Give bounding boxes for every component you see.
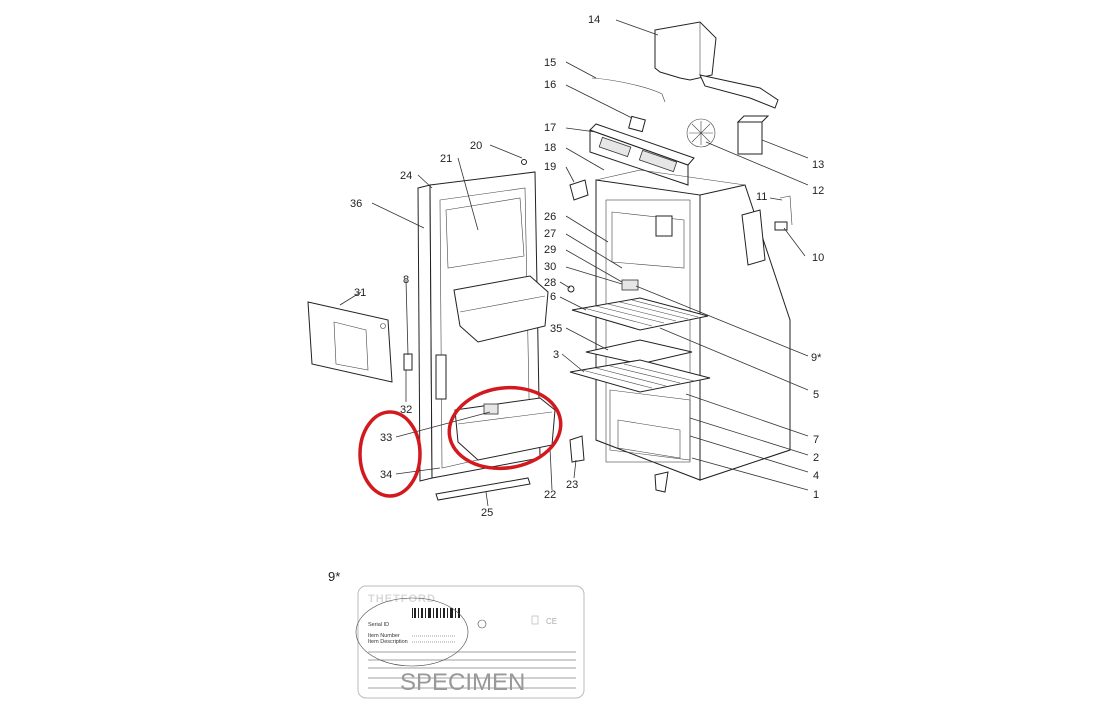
part-shelf-upper — [571, 297, 709, 331]
label-13: 13 — [812, 159, 824, 171]
part-sensor — [628, 115, 646, 133]
label-21: 21 — [440, 153, 452, 165]
label-18: 18 — [544, 142, 556, 154]
label-10: 10 — [812, 252, 824, 264]
specimen-stamp: SPECIMEN — [400, 669, 525, 696]
label-4: 4 — [813, 470, 819, 482]
serial-label: Serial ID — [368, 622, 389, 628]
label-8: 8 — [403, 274, 409, 286]
label-15: 15 — [544, 57, 556, 69]
label-6: 6 — [550, 291, 556, 303]
highlight-ring-labels — [358, 410, 422, 498]
label-5: 5 — [813, 389, 819, 401]
part-cabinet — [595, 169, 791, 481]
part-foot — [654, 471, 669, 493]
part-control-panel — [589, 123, 695, 186]
item-number-label: Item Number — [368, 633, 400, 639]
part-side-panel — [307, 301, 393, 383]
label-2: 2 — [813, 452, 819, 464]
part-glass-plate — [585, 339, 693, 365]
label-31: 31 — [354, 287, 366, 299]
ce-mark: CE — [546, 617, 557, 626]
part-screw — [521, 159, 527, 165]
label-22: 22 — [544, 489, 556, 501]
label-29: 29 — [544, 244, 556, 256]
highlight-ring-door-bin — [447, 385, 563, 471]
label-16: 16 — [544, 79, 556, 91]
label-23: 23 — [566, 479, 578, 491]
part-wire — [591, 77, 666, 103]
label-27: 27 — [544, 228, 556, 240]
label-20: 20 — [470, 140, 482, 152]
label-17: 17 — [544, 122, 556, 134]
item-description-label: Item Description — [368, 639, 408, 645]
inset-title: 9* — [328, 569, 340, 584]
part-shelf-lower — [569, 359, 711, 393]
part-top-hinge — [569, 179, 589, 201]
warning-icon — [531, 615, 539, 625]
label-35: 35 — [550, 323, 562, 335]
label-24: 24 — [400, 170, 412, 182]
label-36: 36 — [350, 198, 362, 210]
label-25: 25 — [481, 507, 493, 519]
label-26: 26 — [544, 211, 556, 223]
part-fan-cover — [654, 21, 779, 109]
certification-icon — [477, 619, 487, 629]
part-gas-connector — [741, 195, 793, 266]
label-28: 28 — [544, 277, 556, 289]
part-control-box — [736, 115, 770, 155]
part-latch — [403, 353, 413, 371]
label-30: 30 — [544, 261, 556, 273]
label-11: 11 — [756, 191, 767, 203]
part-labels: 14 15 16 17 18 19 20 21 24 36 8 31 32 33… — [350, 14, 824, 519]
inset-specimen-label: 9* THETFORD Serial ID Item Number Item D… — [328, 569, 585, 699]
part-door-bar — [435, 477, 531, 501]
label-12: 12 — [812, 185, 824, 197]
part-door-rack-upper — [453, 275, 549, 343]
label-7: 7 — [813, 434, 819, 446]
inset-highlight-ring — [355, 597, 469, 667]
label-14: 14 — [588, 14, 600, 26]
label-9: 9* — [811, 352, 822, 364]
label-19: 19 — [544, 161, 556, 173]
label-33: 33 — [380, 432, 392, 444]
part-info-sticker — [621, 279, 639, 291]
barcode-graphic — [412, 608, 460, 618]
label-1: 1 — [813, 489, 819, 501]
label-32: 32 — [400, 404, 412, 416]
label-3: 3 — [553, 349, 559, 361]
part-bottom-hinge — [569, 435, 585, 463]
label-34: 34 — [380, 469, 392, 481]
